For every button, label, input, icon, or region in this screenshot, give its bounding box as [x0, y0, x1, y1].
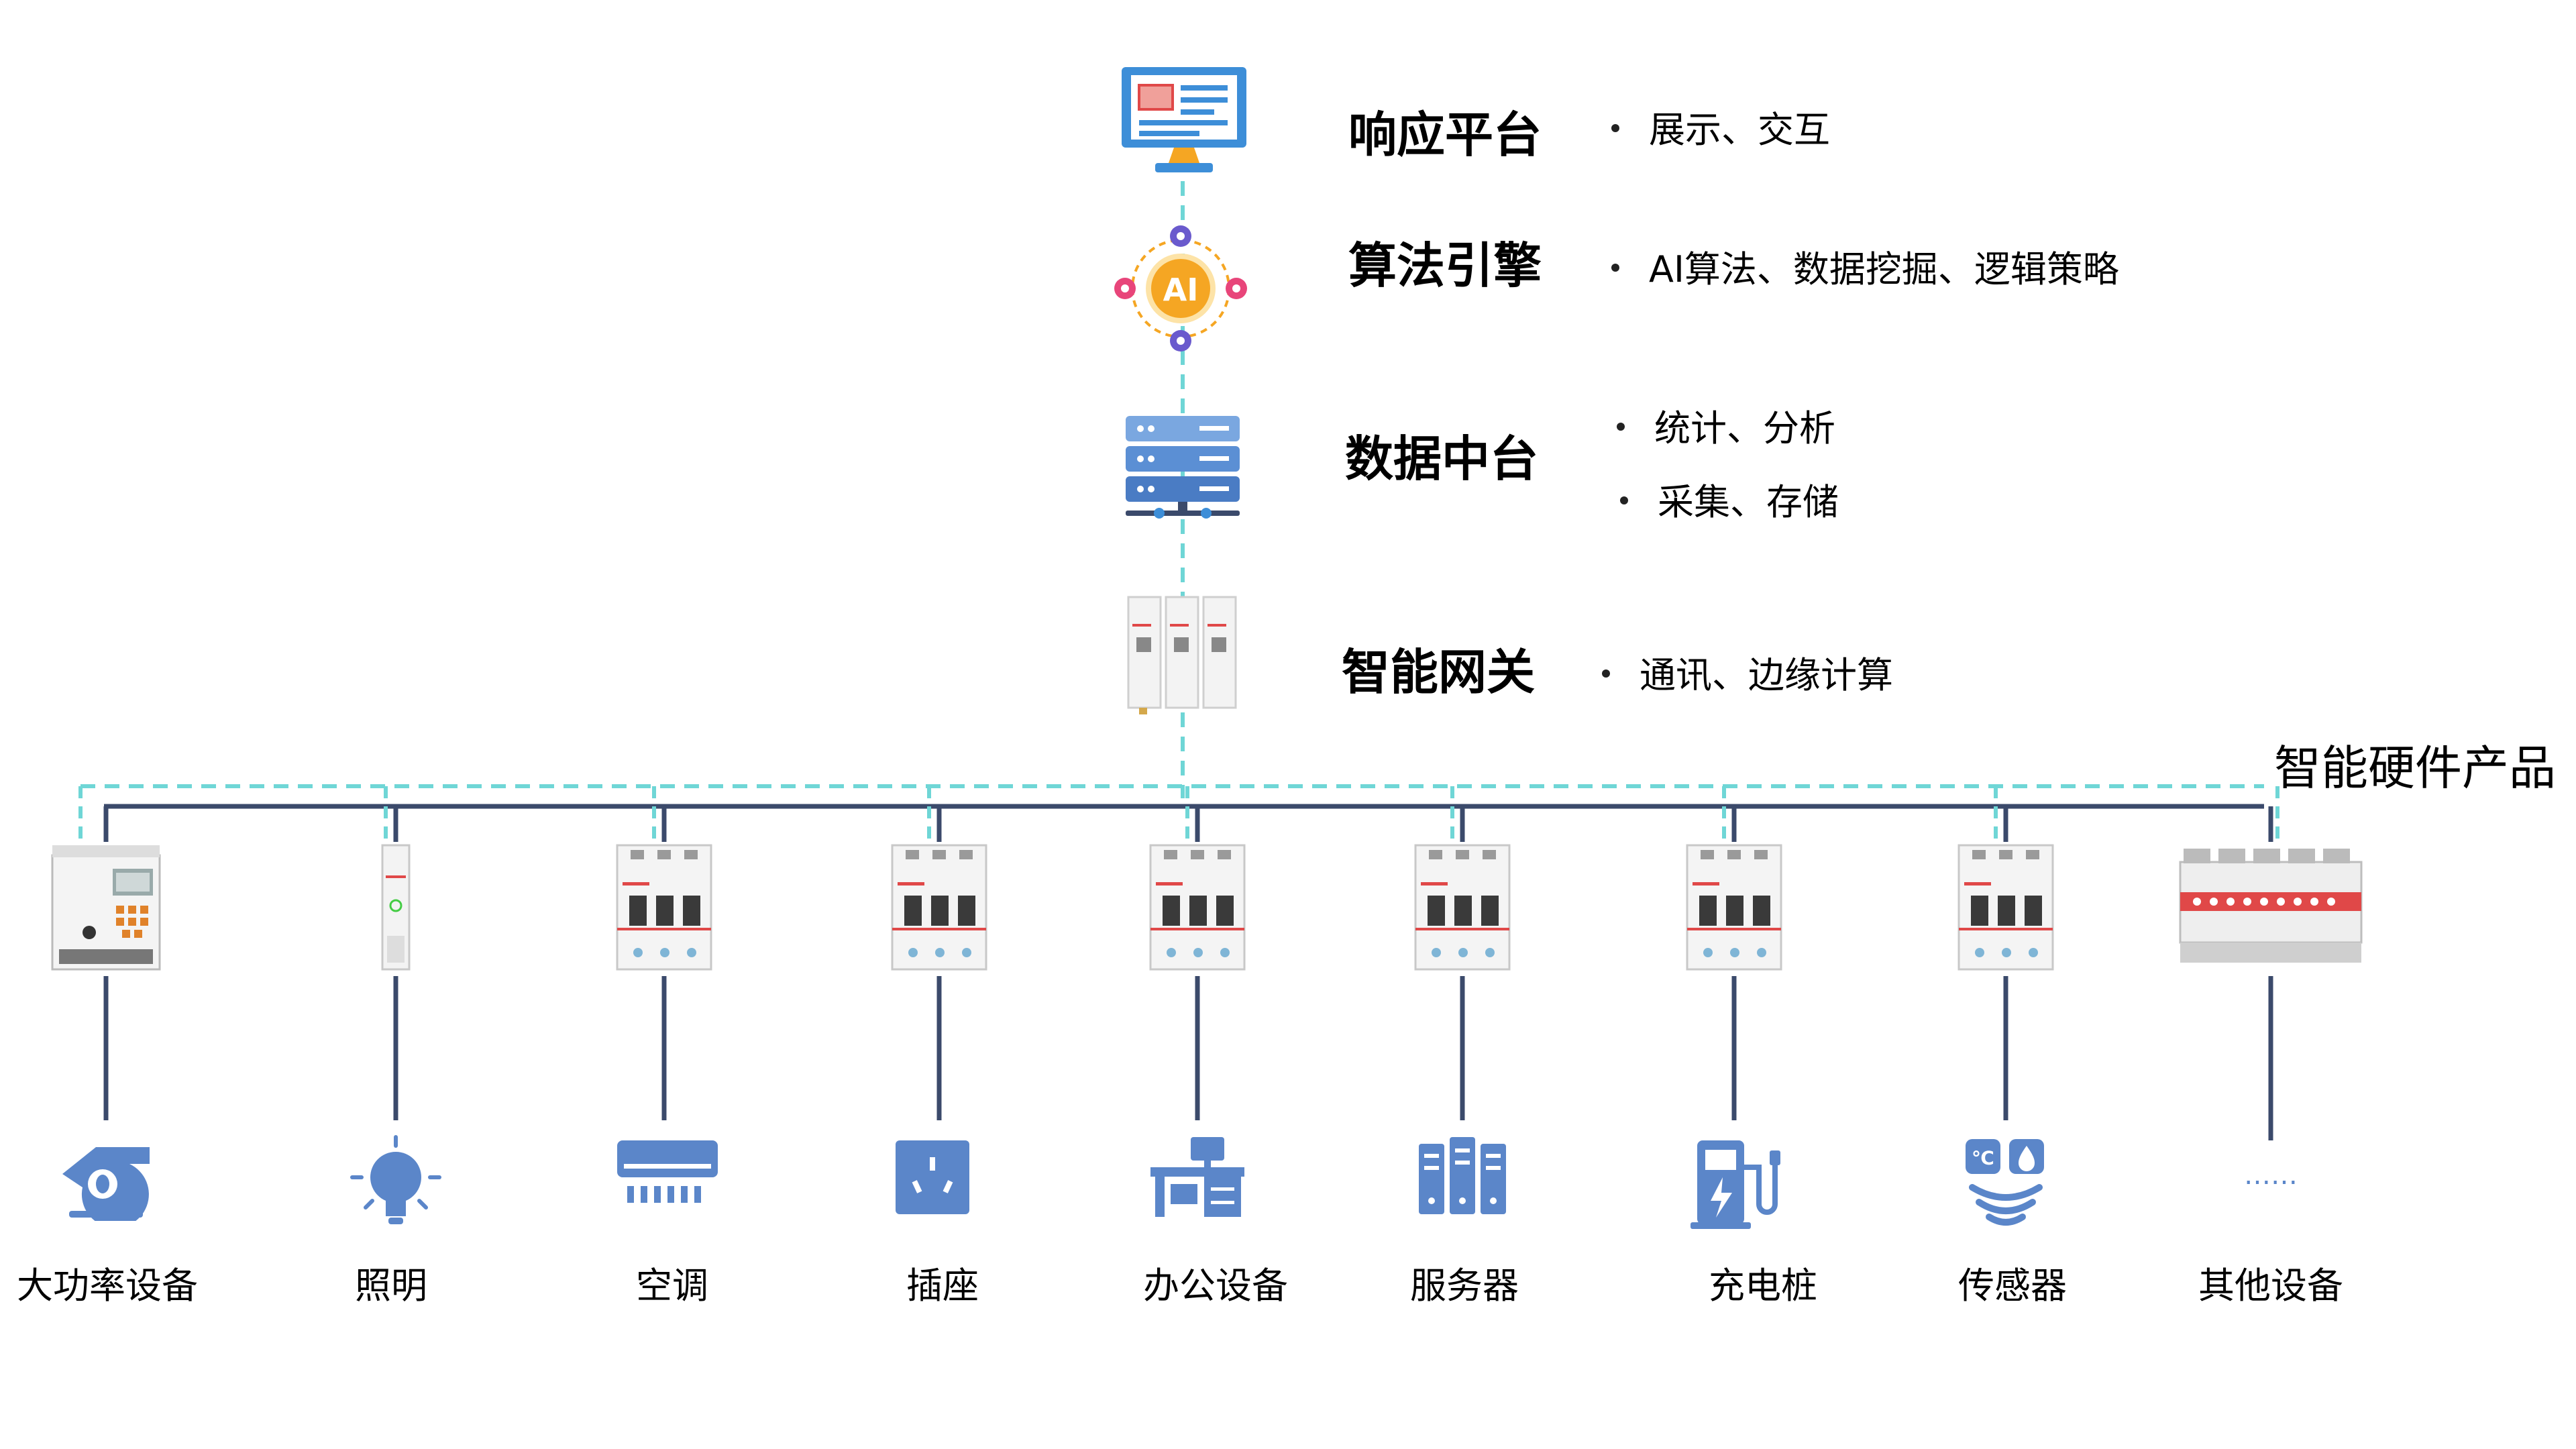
device-label: 传感器 [1958, 1265, 2067, 1307]
device-end-icon-1 [56, 1134, 156, 1234]
layer-title-smart-gateway: 智能网关 [1342, 644, 1536, 700]
device-end-icon-3 [614, 1134, 718, 1234]
breaker-module-icon [1686, 844, 1782, 971]
device-end-icon-4 [889, 1134, 989, 1234]
layer-bullet-algorithm-engine: AI算法、数据挖掘、逻辑策略 [1611, 252, 2119, 288]
layer-bullet-smart-gateway: 通讯、边缘计算 [1602, 657, 1893, 694]
device-module-6 [1409, 842, 1516, 976]
bullet-dot [1602, 669, 1610, 678]
monitor-icon [1122, 67, 1246, 172]
breaker-module-icon [891, 844, 987, 971]
charging-pile-icon [1690, 1140, 1780, 1229]
ai-engine-icon: AI [1114, 225, 1247, 352]
device-end-icon-5 [1147, 1134, 1248, 1234]
ellipsis-icon: …… [2244, 1160, 2298, 1191]
device-label: 空调 [636, 1265, 708, 1307]
device-module-1 [49, 842, 163, 976]
office-desk-icon [1150, 1137, 1244, 1217]
relay-module-icon [381, 844, 411, 971]
gateway-icon [1127, 596, 1237, 714]
bullet-dot [1611, 124, 1619, 133]
hardware-products-label: 智能硬件产品 [2274, 741, 2556, 796]
sensor-icon: ℃ [1966, 1139, 2044, 1226]
air-conditioner-icon [617, 1140, 718, 1203]
device-label: 服务器 [1410, 1265, 1519, 1307]
ai-badge: AI [1163, 272, 1199, 308]
layer-title-data-platform: 数据中台 [1345, 431, 1539, 487]
device-module-9 [2177, 842, 2365, 976]
device-label: 大功率设备 [17, 1265, 198, 1307]
device-module-4 [885, 842, 993, 976]
pump-icon [62, 1147, 150, 1228]
device-label: 照明 [355, 1265, 427, 1307]
layer-title-response-platform: 响应平台 [1348, 107, 1542, 163]
device-label: 办公设备 [1143, 1265, 1288, 1307]
breaker-module-icon [1957, 844, 2054, 971]
power-meter-module-icon [51, 845, 161, 971]
device-end-icon-9: …… [2220, 1157, 2321, 1258]
device-module-7 [1680, 842, 1788, 976]
layer-bullet-data-platform-2: 采集、存储 [1620, 484, 1839, 521]
device-module-8 [1952, 842, 2059, 976]
device-label: 其他设备 [2198, 1265, 2343, 1307]
server-rack-icon [1419, 1137, 1506, 1214]
device-label: 充电桩 [1709, 1265, 1817, 1307]
device-end-icon-7 [1684, 1134, 1784, 1234]
ellipsis-badge: …… [2244, 1160, 2298, 1191]
server-icon [1126, 416, 1240, 519]
device-label: 插座 [906, 1265, 979, 1307]
device-end-icon-2 [345, 1134, 446, 1234]
socket-icon [896, 1140, 969, 1214]
bullet-dot [1620, 496, 1628, 505]
bullet-dot [1617, 423, 1625, 431]
breaker-module-icon [616, 844, 712, 971]
breaker-module-icon [1149, 844, 1246, 971]
bullet-dot [1611, 264, 1619, 272]
layer-title-algorithm-engine: 算法引擎 [1348, 237, 1542, 294]
sensor-badge: ℃ [1972, 1147, 1994, 1169]
breaker-module-icon [1414, 844, 1511, 971]
bulb-icon [350, 1135, 441, 1224]
device-end-icon-6 [1412, 1134, 1513, 1234]
device-module-5 [1144, 842, 1251, 976]
layer-bullet-data-platform-1: 统计、分析 [1617, 411, 1835, 447]
layer-bullet-response-platform: 展示、交互 [1611, 112, 1830, 148]
device-module-3 [610, 842, 718, 976]
controller-module-icon [2179, 849, 2363, 963]
device-end-icon-8: ℃ [1955, 1134, 2056, 1234]
device-module-2 [372, 842, 419, 976]
